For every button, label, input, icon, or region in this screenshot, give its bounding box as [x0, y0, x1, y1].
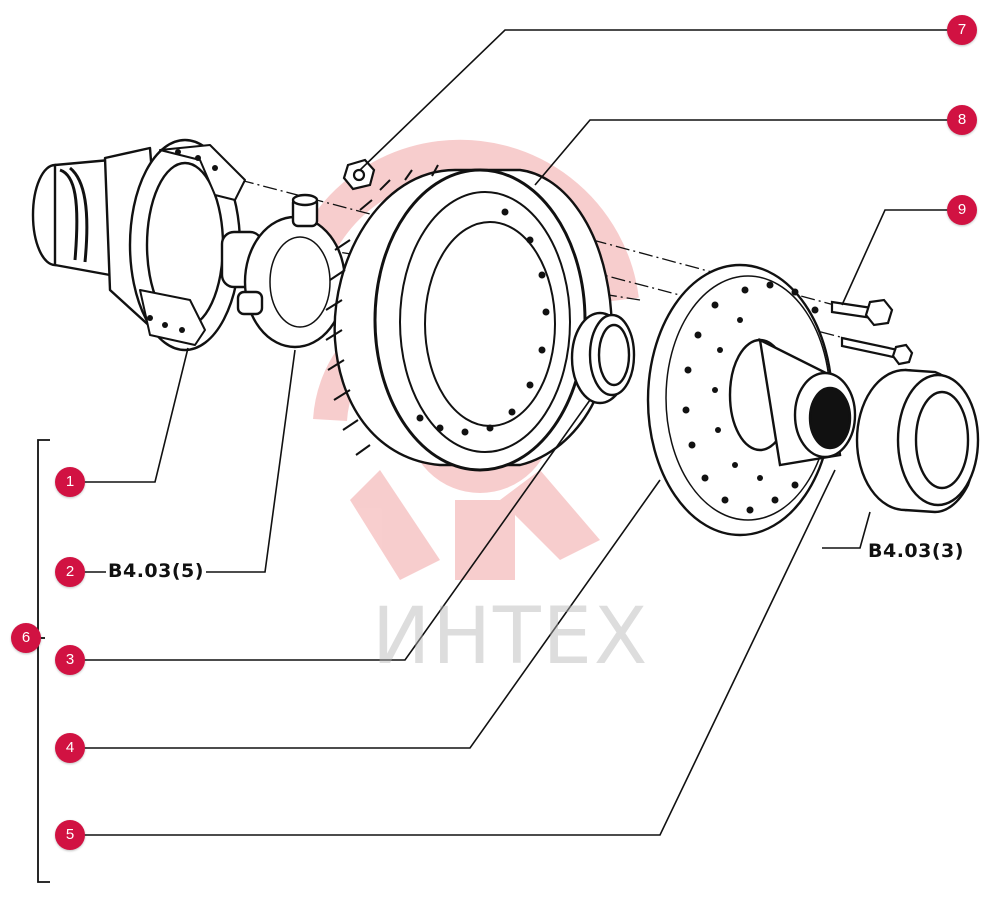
nut — [342, 158, 376, 191]
callout-8[interactable]: 8 — [947, 105, 977, 135]
callout-6[interactable]: 6 — [11, 623, 41, 653]
callout-4[interactable]: 4 — [55, 733, 85, 763]
bearing — [855, 368, 980, 514]
callout-2[interactable]: 2 — [55, 557, 85, 587]
callout-7[interactable]: 7 — [947, 15, 977, 45]
crown-gear — [325, 164, 613, 472]
callout-1[interactable]: 1 — [55, 467, 85, 497]
leader-lines — [70, 29, 960, 836]
callout-5[interactable]: 5 — [55, 820, 85, 850]
reference-label-part2: B4.03(5) — [106, 560, 206, 582]
thrust-washer — [570, 311, 636, 405]
spider-housing — [220, 193, 347, 349]
differential-case-half — [31, 138, 246, 352]
callout-3[interactable]: 3 — [55, 645, 85, 675]
flanged-case-half — [646, 263, 857, 537]
reference-label-bearing: B4.03(3) — [866, 540, 966, 562]
bolts — [830, 298, 914, 366]
assembly-bracket — [37, 439, 50, 883]
callout-9[interactable]: 9 — [947, 195, 977, 225]
